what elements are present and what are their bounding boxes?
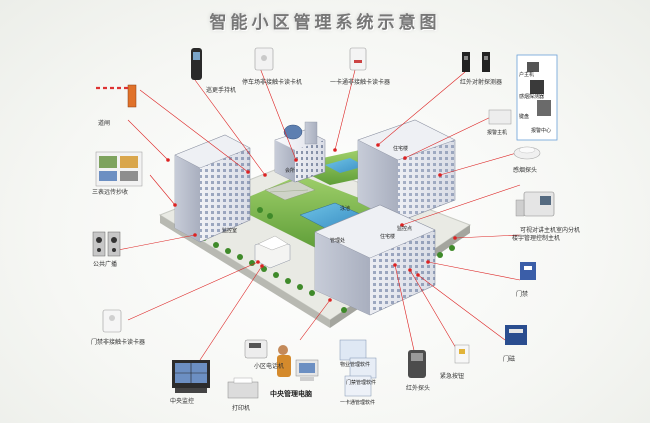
label-phone: 小区电话机 [254,362,284,370]
diagram-title: 智能小区管理系统示意图 [209,13,441,33]
label-panel-mid: 感烟探测器 [519,93,544,100]
building-left [174,134,251,243]
alarm-panel-group-icon [488,54,558,141]
label-computer: 中央管理电脑 [270,389,312,398]
tag-1: 监控室 [222,227,237,234]
label-alarm-center: 报警中心 [531,127,551,134]
gatehouse [254,235,291,269]
building-right [357,119,456,223]
wall-reader-icon [254,47,274,71]
label-alarm-box: 紧急按钮 [440,372,464,380]
alarm-box-icon [454,344,470,364]
pir-icon [408,350,426,378]
software-screens-icon [339,339,377,397]
building-center-dome [274,121,326,183]
label-wall-reader: 停车场非接触卡读卡机 [242,78,302,86]
label-speaker: 公共广播 [93,260,117,268]
label-cctv: 中央监控 [170,397,194,405]
label-software-3: 一卡通管理软件 [340,399,375,406]
label-card-reader-1: 一卡通非接触卡读卡器 [330,78,390,86]
card-reader-2-icon [102,309,122,333]
printer-icon [227,377,259,399]
label-door-lock: 门禁 [516,290,528,298]
label-ir-beam: 红外对射探测器 [460,78,502,86]
label-software-1: 物业管理软件 [340,361,370,368]
label-pir: 红外探头 [406,384,430,392]
label-magnetic: 门磁 [503,355,515,363]
label-software-2: 门禁管理软件 [346,379,376,386]
visual-intercom-icon [515,191,555,217]
handheld-icon [191,48,202,80]
label-handheld: 巡更手持机 [206,86,236,94]
door-magnet-icon [505,325,527,345]
operator-computer-icon [277,345,319,381]
label-keypad: 键盘 [519,113,529,120]
ir-beam-icon [462,52,490,72]
label-barrier: 道闸 [98,119,110,127]
label-smoke: 感烟探头 [513,166,537,174]
phone-icon [244,339,268,359]
label-panel-top: 户主机 [519,71,534,78]
speaker-icon [92,231,121,257]
label-card-reader-2: 门禁非接触卡读卡器 [91,338,145,346]
tag-5: 住宅楼 [393,145,408,152]
tag-2: 管理处 [330,237,345,244]
leader-lines [117,67,521,361]
tag-7: 监控点 [397,225,412,232]
label-printer: 打印机 [232,404,250,412]
door-lock-icon [520,262,536,280]
control-panel-icon [95,151,143,187]
device-labels: 道闸 巡更手持机 停车场非接触卡读卡机 一卡通非接触卡读卡器 红外对射探测器 户… [91,71,580,412]
barrier-icon [96,84,137,108]
building-front [314,204,436,316]
tag-6: 住宅楼 [380,233,395,240]
cctv-monitor-icon [172,360,210,393]
label-monitor-panel: 楼宇管理控制主机 [512,234,560,242]
smoke-detector-icon [513,146,541,160]
label-controller: 报警主机 [487,129,507,136]
card-reader-1-icon [349,47,367,71]
label-visual-intercom: 可视对讲主机室内分机 [520,226,580,234]
tag-3: 会所 [285,167,295,174]
tag-4: 泳池 [340,205,350,212]
label-meter-box: 三表远传抄收 [92,188,128,196]
map-tags: 监控室 管理处 会所 泳池 住宅楼 住宅楼 监控点 [222,145,412,244]
